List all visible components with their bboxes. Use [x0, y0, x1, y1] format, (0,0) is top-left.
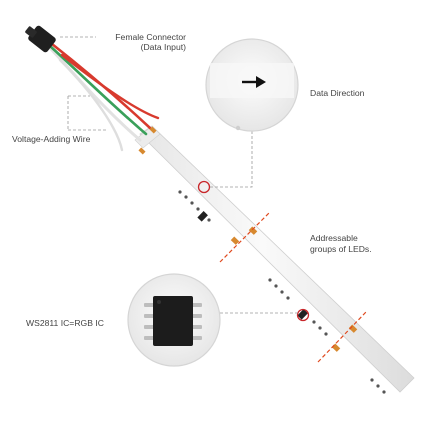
ic-marker-ring [296, 308, 310, 322]
led-dots [178, 190, 386, 394]
female-connector-label: Female Connector [115, 32, 186, 42]
addressable-label-line1: Addressable [310, 233, 358, 243]
red-wire [50, 42, 152, 130]
ic-chip-icon [144, 296, 202, 346]
strip-ic-2 [297, 309, 308, 320]
cut-mark-2 [317, 311, 367, 363]
data-input-label: (Data Input) [140, 42, 186, 52]
zoom-strip-band [210, 63, 294, 98]
green-wire [48, 44, 148, 136]
start-solder-pads [138, 126, 157, 155]
wires [48, 42, 160, 152]
voltage-white-wire [58, 58, 124, 152]
leader-lines [60, 36, 298, 314]
strip-ic-1 [197, 211, 208, 222]
arrow-right-icon [242, 76, 266, 88]
white-wire [48, 46, 142, 142]
arrow-marker-ring [197, 180, 211, 194]
voltage-red-wire [60, 53, 160, 120]
cut-mark-1 [219, 211, 271, 263]
connector-icon [25, 25, 56, 53]
data-direction-label: Data Direction [310, 88, 365, 98]
zoom-pad-dot [235, 125, 241, 131]
ic-label: WS2811 IC=RGB IC [26, 318, 104, 328]
led-strip [139, 125, 415, 393]
addressable-label-line2: groups of LEDs. [310, 244, 372, 254]
voltage-wire-label: Voltage-Adding Wire [12, 134, 91, 144]
